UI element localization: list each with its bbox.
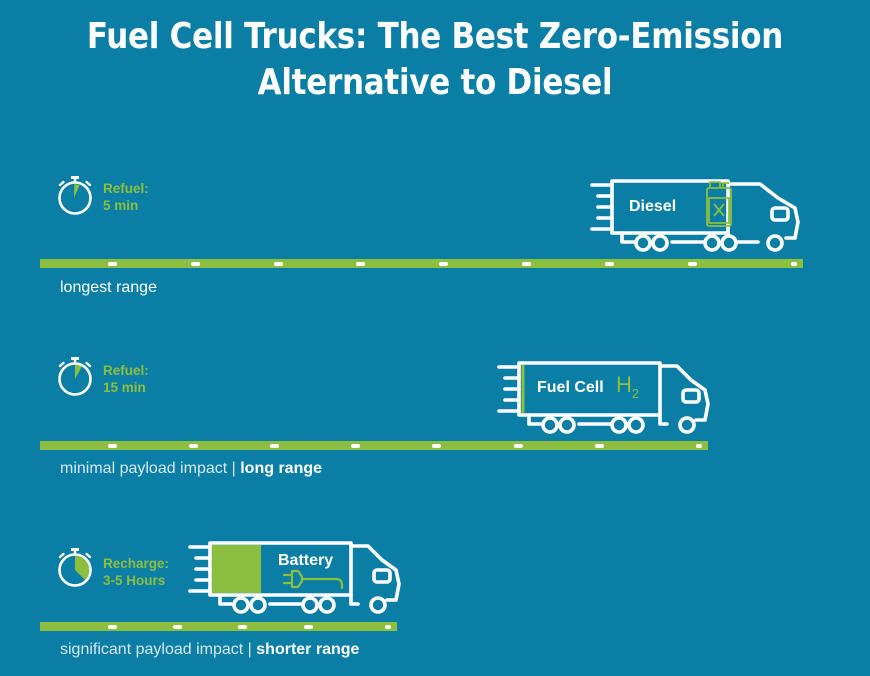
row-caption: minimal payload impact | long range xyxy=(60,460,322,478)
road-fuel-cell xyxy=(40,441,708,450)
timer-progress xyxy=(75,364,82,379)
timer-label: Recharge: 3-5 Hours xyxy=(103,555,169,589)
caption-bold: shorter range xyxy=(256,641,360,658)
timer-label-line2: 3-5 Hours xyxy=(103,573,166,588)
timer-label: Refuel: 15 min xyxy=(103,362,149,396)
road-dash xyxy=(270,443,280,448)
diesel-truck-icon xyxy=(590,179,800,252)
road-dash xyxy=(173,624,183,629)
road-battery xyxy=(40,622,397,631)
road-dash xyxy=(432,443,442,448)
fuel-can-crossed-icon xyxy=(706,181,732,227)
timer-label-line1: Refuel: xyxy=(103,181,149,196)
road-dash xyxy=(303,624,313,629)
timer-label: Refuel: 5 min xyxy=(103,180,149,214)
road-dash xyxy=(513,443,523,448)
truck-label: Battery xyxy=(278,552,334,569)
stopwatch-icon xyxy=(58,357,92,396)
road-dash xyxy=(356,261,366,266)
road-dash xyxy=(604,261,614,266)
timer-label-line2: 5 min xyxy=(103,198,139,213)
plug-icon xyxy=(282,569,344,590)
road-dash xyxy=(791,261,797,266)
h2-badge-sub: 2 xyxy=(631,386,640,401)
caption-bold: longest range xyxy=(60,279,157,296)
road-dash xyxy=(189,443,199,448)
truck-label: Diesel xyxy=(629,198,677,215)
timer-progress xyxy=(75,555,90,581)
timer-label-line1: Recharge: xyxy=(103,556,170,571)
title-line-2: Alternative to Diesel xyxy=(257,62,613,103)
fuel-cell-truck-icon xyxy=(497,361,710,434)
caption-light: minimal payload impact | xyxy=(60,460,241,477)
title-line-1: Fuel Cell Trucks: The Best Zero-Emission xyxy=(86,16,784,57)
road-dash xyxy=(385,624,391,629)
caption-bold: long range xyxy=(240,460,323,477)
road-dash xyxy=(273,261,283,266)
row-caption: longest range xyxy=(60,279,157,297)
road-dash xyxy=(439,261,449,266)
road-diesel xyxy=(40,259,803,268)
timer-label-line1: Refuel: xyxy=(103,363,149,378)
hydrogen-h2-icon: H2 xyxy=(616,372,639,401)
caption-light: significant payload impact | xyxy=(60,641,257,658)
road-dash xyxy=(108,261,117,266)
road-dash xyxy=(108,624,117,629)
stopwatch-icon xyxy=(58,548,92,587)
road-dash xyxy=(190,261,200,266)
road-dash xyxy=(238,624,248,629)
road-dash xyxy=(351,443,361,448)
road-dash xyxy=(594,443,604,448)
h2-badge: H xyxy=(616,372,632,397)
battery-truck-icon xyxy=(188,541,401,614)
road-dash xyxy=(696,443,702,448)
road-dash xyxy=(108,443,117,448)
road-dash xyxy=(521,261,531,266)
timer-progress xyxy=(74,183,80,198)
row-caption: significant payload impact | shorter ran… xyxy=(60,641,359,659)
stopwatch-icon xyxy=(58,176,92,215)
timer-label-line2: 15 min xyxy=(103,380,146,395)
road-dash xyxy=(687,261,697,266)
page-title: Fuel Cell Trucks: The Best Zero-Emission… xyxy=(61,14,809,106)
truck-label: Fuel Cell xyxy=(537,379,604,396)
